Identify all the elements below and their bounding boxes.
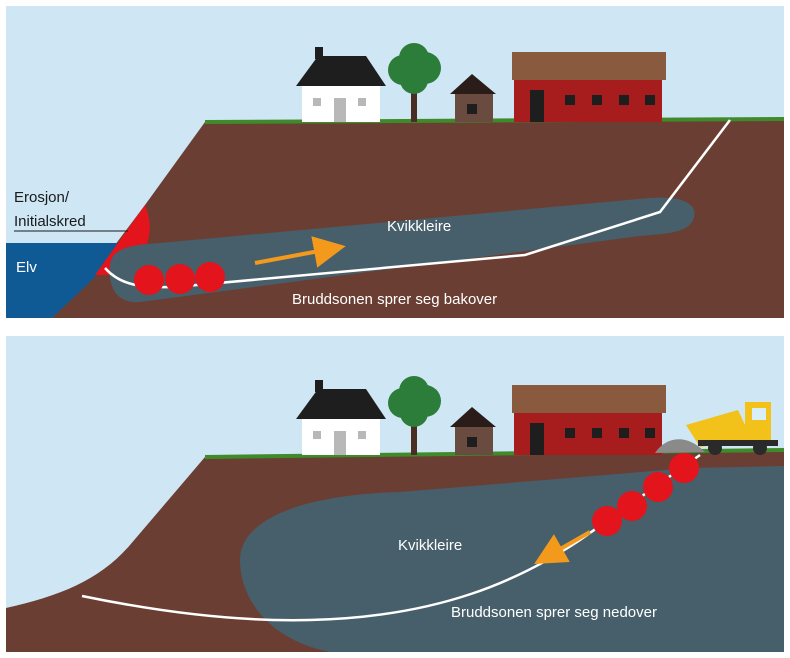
top-quick-clay-label: Kvikkleire [387,218,451,235]
barn-icon [512,52,666,122]
river-label: Elv [16,259,37,276]
erosion-label-line1: Erosjon/ [14,189,70,206]
erosion-label-line2: Initialskred [14,213,86,230]
failure-circle [669,453,699,483]
bottom-panel: Kvikkleire Bruddsonen sprer seg nedover [6,336,785,652]
dump-truck-icon [686,402,778,455]
bottom-quick-clay-label: Kvikkleire [398,537,462,554]
failure-circle [195,262,225,292]
top-grass [204,117,785,124]
shed-icon [450,407,496,455]
top-quick-clay-layer [109,197,695,303]
top-panel: Erosjon/ Initialskred Elv Kvikkleire Bru… [6,6,785,318]
tree-icon [388,376,441,455]
failure-circle [592,506,622,536]
failure-circle [617,491,647,521]
bottom-quick-clay-layer [240,466,784,652]
gravel-pile [655,439,705,453]
shed-icon [450,74,496,122]
tree-icon [388,43,441,122]
arrow-icon [254,236,346,268]
bottom-slip-line [81,453,701,622]
arrow-icon [534,530,591,564]
barn-icon [512,385,666,455]
house-icon [296,47,386,122]
top-fracture-label: Bruddsonen sprer seg bakover [292,291,497,308]
failure-circle [643,472,673,502]
failure-circle [134,265,164,295]
house-icon [296,380,386,455]
failure-circle [165,264,195,294]
river [6,243,125,318]
bottom-fracture-label: Bruddsonen sprer seg nedover [451,604,657,621]
